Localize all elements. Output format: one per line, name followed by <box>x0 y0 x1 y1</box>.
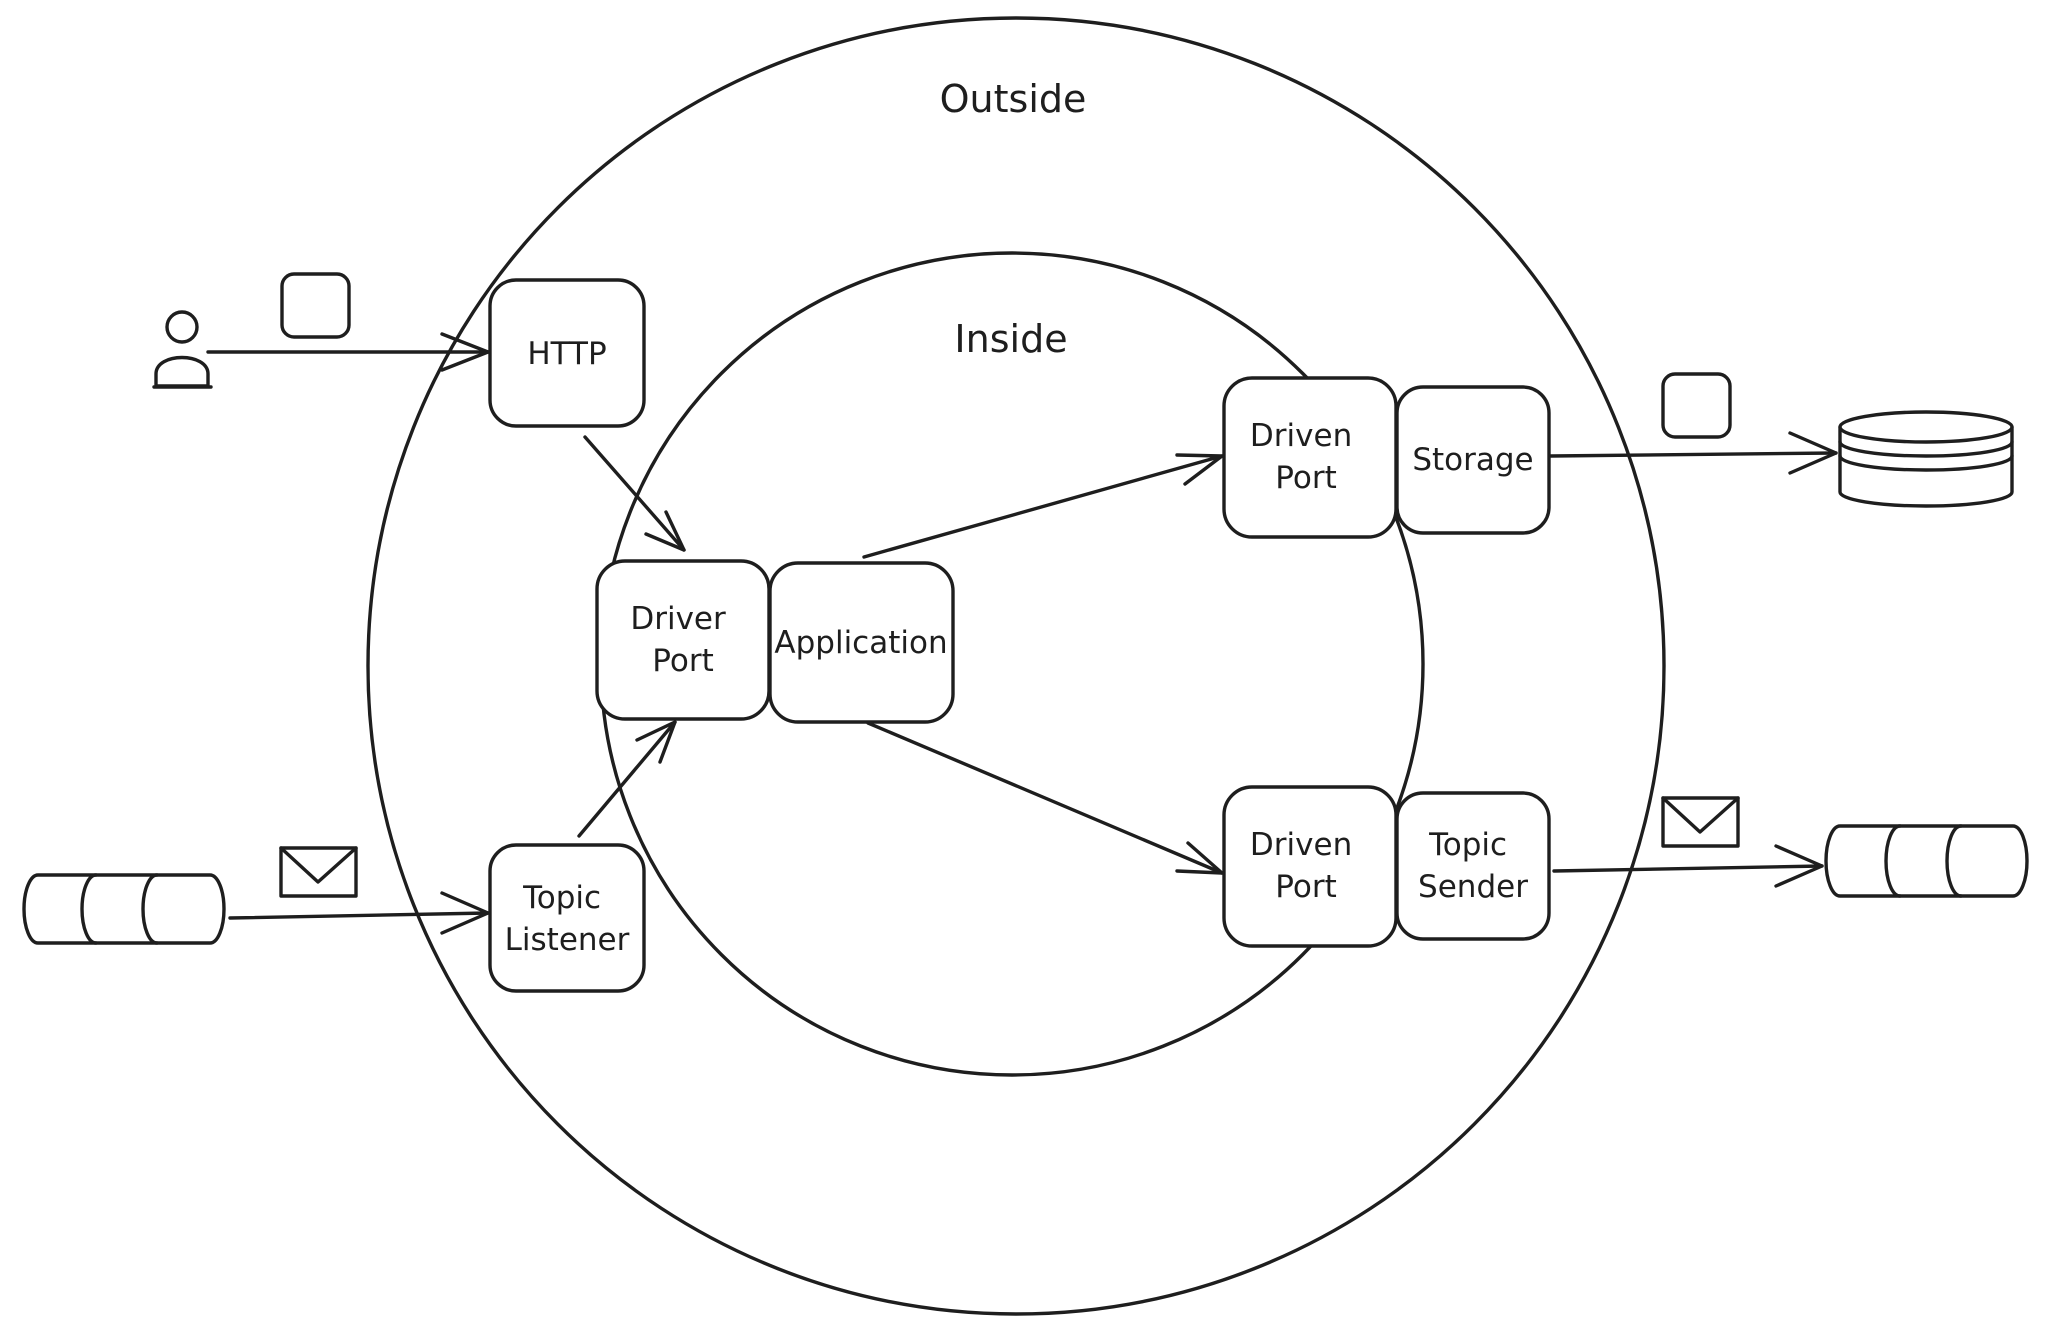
http-label: HTTP <box>527 336 606 372</box>
driven-port-top: Driven Port <box>1222 376 1398 539</box>
arrow-queue-to-topic-listener <box>228 911 490 920</box>
arrowhead-storage-to-database <box>1788 431 1838 475</box>
message-square-icon <box>1661 372 1732 439</box>
arrowhead-topic-sender-to-queue <box>1774 844 1824 888</box>
arrow-application-to-driven-port-top <box>862 454 1224 559</box>
application-label: Application <box>774 625 947 661</box>
message-queue-icon <box>1824 824 2029 898</box>
topic-sender-adapter: Topic Sender <box>1395 791 1551 941</box>
envelope-icon <box>279 846 358 898</box>
arrowhead-application-to-driven-port-bottom <box>1175 841 1224 875</box>
topic-sender-label: Topic Sender <box>1418 827 1528 905</box>
arrow-topic-listener-to-driver-port <box>577 720 677 838</box>
outside-label: Outside <box>940 77 1087 121</box>
envelope-icon <box>1661 796 1740 848</box>
application-core: Application <box>768 561 955 724</box>
message-square-icon <box>280 272 351 339</box>
user-icon <box>152 310 213 389</box>
storage-label: Storage <box>1412 442 1533 478</box>
database-icon <box>1838 410 2014 508</box>
arrowhead-application-to-driven-port-top <box>1175 453 1224 486</box>
driven-port-bottom: Driven Port <box>1222 785 1398 948</box>
outside-ring <box>366 16 1666 1316</box>
driver-port-label: Driver Port <box>630 601 735 679</box>
inside-label: Inside <box>954 317 1067 361</box>
topic-listener-label: Topic Listener <box>505 880 630 958</box>
storage-adapter: Storage <box>1395 385 1551 535</box>
arrow-topic-sender-to-queue <box>1552 864 1824 873</box>
message-queue-icon <box>22 873 226 945</box>
http-adapter: HTTP <box>488 278 646 428</box>
arrow-application-to-driven-port-bottom <box>866 721 1224 875</box>
driven-port-bottom-label: Driven Port <box>1250 827 1362 905</box>
arrowhead-queue-to-topic-listener <box>440 891 490 935</box>
arrowhead-topic-listener-to-driver-port <box>635 720 677 764</box>
arrowhead-user-to-http <box>440 332 490 372</box>
arrowhead-http-to-driver-port <box>644 510 686 552</box>
arrow-storage-to-database <box>1549 451 1838 458</box>
driver-port: Driver Port <box>595 559 771 721</box>
connectors <box>206 332 1838 935</box>
driven-port-top-label: Driven Port <box>1250 418 1362 496</box>
arrow-http-to-driver-port <box>583 435 686 552</box>
topic-listener-adapter: Topic Listener <box>488 843 646 993</box>
